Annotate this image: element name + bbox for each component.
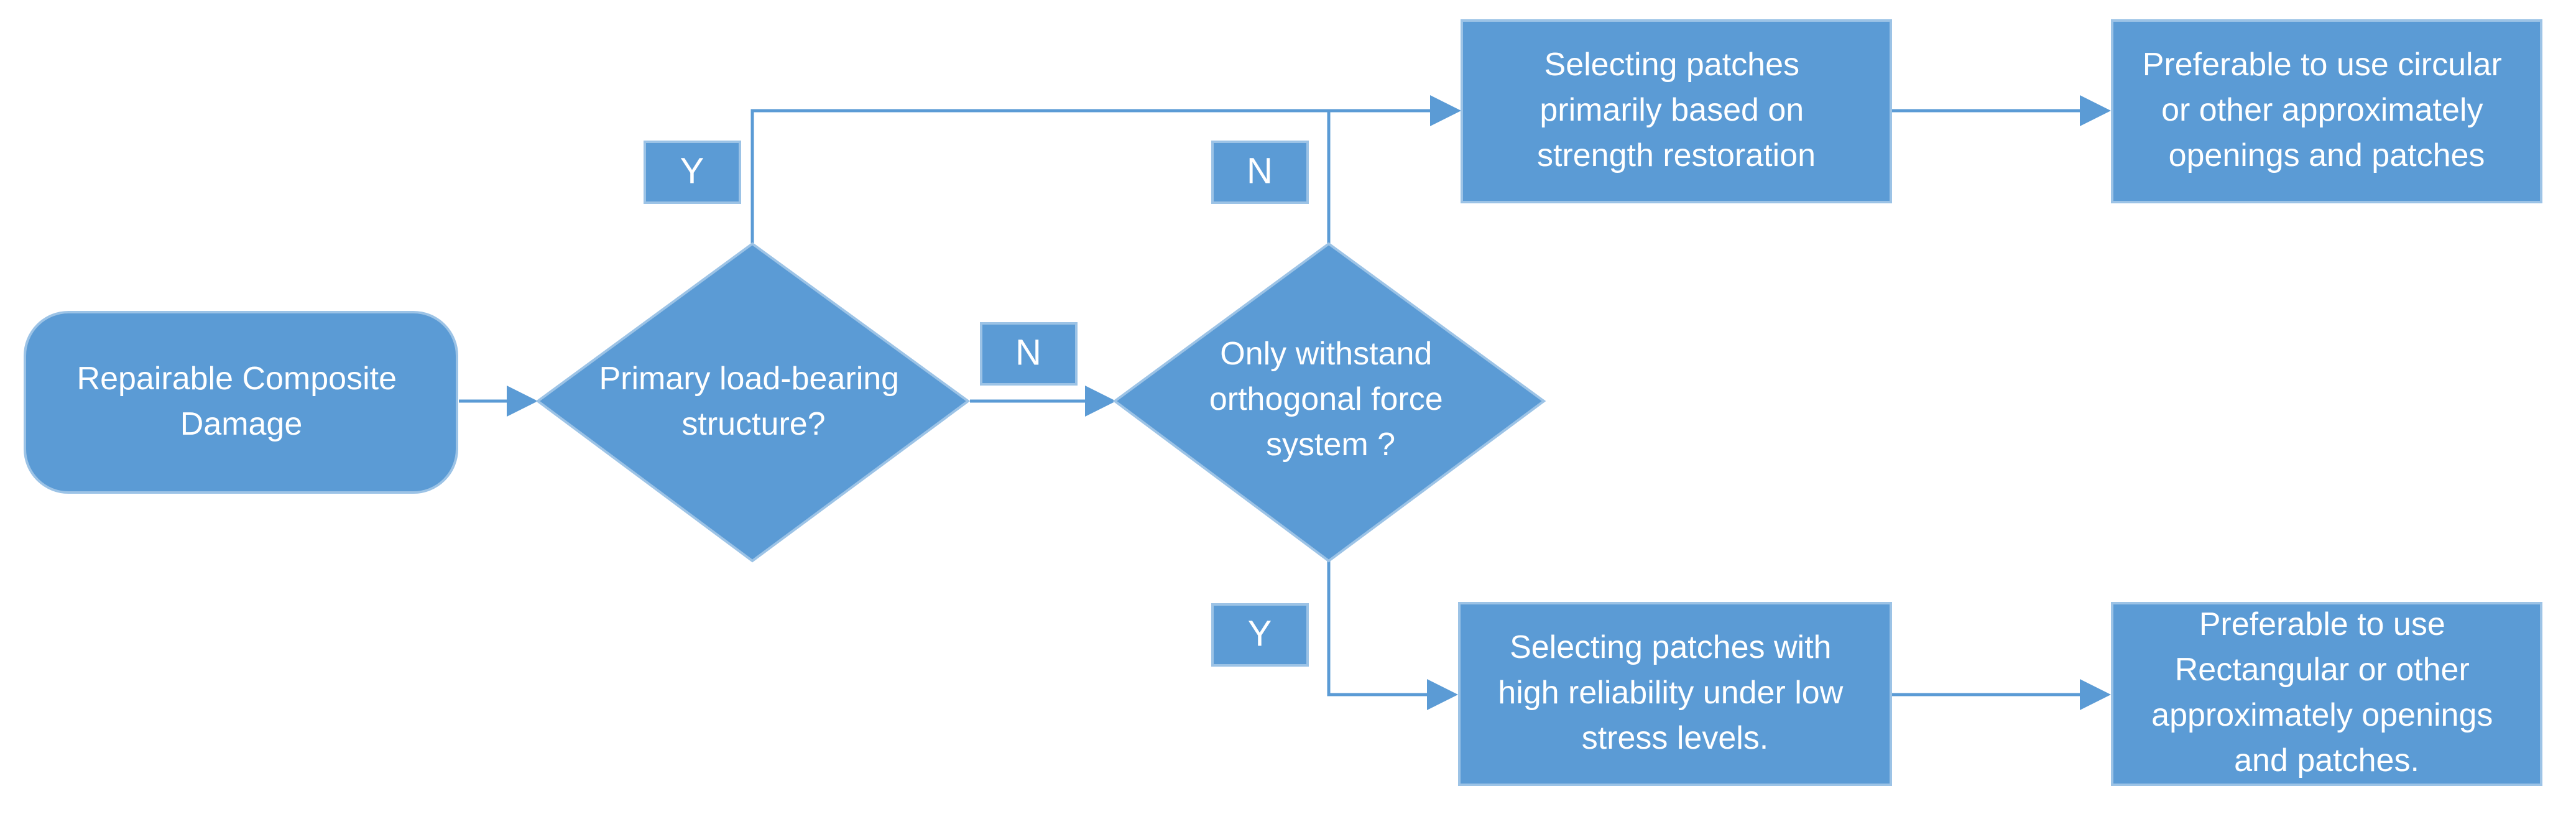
decision-orthogonal-force: Only withstand orthogonal force system ? [1112, 242, 1546, 563]
svg-text:Only withstand orthogona: Only withstand orthogonal force system ? [1209, 336, 1452, 463]
svg-text:Primary load-bearing str: Primary load-bearing structure? [599, 361, 908, 442]
edge-label-d2-no: N [1211, 141, 1309, 204]
svg-text:Selecting patches with h: Selecting patches with high reliability … [1498, 629, 1852, 756]
svg-text:Repairable Composite Dam: Repairable Composite Damage [77, 361, 406, 442]
box-rectangular-openings: Preferable to use Rectangular or other a… [2111, 602, 2542, 786]
box-reliability-line-2: high reliability under low [1498, 675, 1843, 711]
decision-primary-load-bearing: Primary load-bearing structure? [535, 242, 971, 563]
box-reliability-line-1: Selecting patches with [1510, 629, 1831, 665]
decision1-line-1: Primary load-bearing [599, 361, 899, 397]
edge-label-d2-yes-text: Y [1248, 613, 1272, 654]
box-circular-openings: Preferable to use circular or other appr… [2111, 19, 2542, 203]
box-rectangular-line-2: Rectangular or other [2175, 652, 2470, 688]
decision1-line-2: structure? [681, 406, 825, 442]
box-strength-line-2: primarily based on [1540, 92, 1804, 128]
start-node: Repairable Composite Damage [24, 311, 458, 494]
start-node-line-2: Damage [180, 406, 303, 442]
box-circular-line-1: Preferable to use circular [2143, 47, 2502, 83]
edge-label-d1-yes-text: Y [680, 150, 704, 191]
box-reliability-line-3: stress levels. [1582, 720, 1769, 756]
box-strength-line-1: Selecting patches [1544, 47, 1800, 83]
box-high-reliability: Selecting patches with high reliability … [1458, 602, 1892, 786]
box-strength-restoration: Selecting patches primarily based on str… [1461, 19, 1892, 203]
svg-text:Preferable to use circular: Preferable to use circular or other appr… [2143, 47, 2511, 173]
start-node-line-1: Repairable Composite [77, 361, 397, 397]
edge-decision1-yes-to-strength [750, 95, 1461, 246]
edge-label-d1-yes: Y [644, 141, 741, 204]
edge-label-d1-no-text: N [1015, 332, 1041, 372]
edges [459, 95, 2111, 710]
decision2-line-3: system ? [1266, 427, 1395, 463]
edge-label-d2-no-text: N [1247, 150, 1273, 191]
decision2-line-1: Only withstand [1220, 336, 1432, 372]
svg-text:Preferable to use Rectan: Preferable to use Rectangular or other a… [2151, 606, 2502, 779]
box-rectangular-line-1: Preferable to use [2199, 606, 2445, 642]
edge-label-d1-no: N [980, 322, 1078, 386]
decision2-line-2: orthogonal force [1209, 381, 1443, 417]
svg-text:Selecting patches primar: Selecting patches primarily based on str… [1537, 47, 1816, 173]
edge-decision2-yes-to-reliability [1327, 560, 1458, 710]
box-circular-line-2: or other approximately [2161, 92, 2483, 128]
box-strength-line-3: strength restoration [1537, 137, 1816, 173]
edge-label-d2-yes: Y [1211, 603, 1309, 667]
box-rectangular-line-3: approximately openings [2151, 697, 2493, 733]
box-circular-line-3: openings and patches [2169, 137, 2485, 173]
box-rectangular-line-4: and patches. [2234, 742, 2419, 779]
